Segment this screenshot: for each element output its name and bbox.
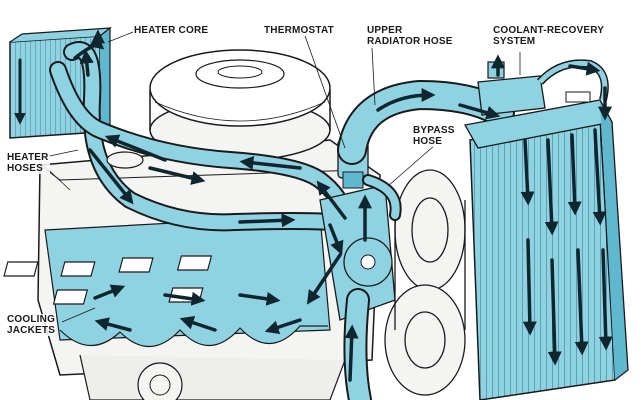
label-upper-radiator-hose: UPPER RADIATOR HOSE	[366, 25, 454, 47]
label-thermostat: THERMOSTAT	[263, 25, 335, 36]
radiator	[463, 91, 629, 400]
label-cooling-jackets: COOLING JACKETS	[6, 314, 57, 336]
lower-radiator-hose	[343, 288, 372, 400]
water-pump	[319, 184, 396, 321]
label-bypass-hose: BYPASS HOSE	[412, 125, 456, 147]
cooling-jackets	[3, 214, 331, 348]
label-heater-hoses: HEATER HOSES	[6, 152, 50, 174]
flow-arrows	[13, 29, 613, 382]
bypass-hose	[362, 174, 402, 221]
label-heater-core: HEATER CORE	[133, 25, 210, 36]
label-coolant-recovery-system: COOLANT-RECOVERY SYSTEM	[492, 25, 606, 47]
fan-pulleys	[384, 169, 466, 396]
air-cleaner	[149, 49, 331, 161]
filler-cap	[106, 151, 144, 169]
